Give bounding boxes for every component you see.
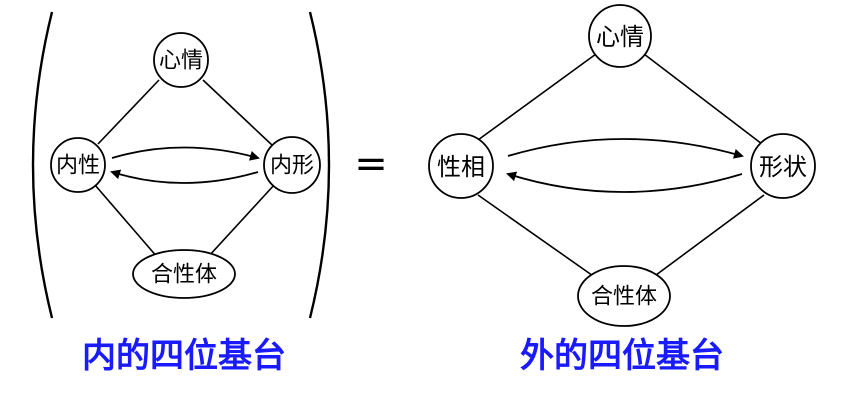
inner-node-union: 合性体 [132,249,236,299]
right-parenthesis [308,11,331,319]
inner-caption: 内的四位基台 [82,336,286,376]
inner-edge-top-right [202,79,274,147]
equals-sign: = [354,141,388,187]
outer-node-union-label: 合性体 [591,285,657,310]
outer-node-heart: 心情 [588,4,652,68]
inner-arrow-backward [110,169,259,184]
inner-node-internal-form-label: 内形 [270,154,314,179]
outer-node-heart-label: 心情 [596,23,644,51]
outer-edge-bottom-left [477,194,597,279]
inner-node-heart: 心情 [153,32,209,88]
inner-edge-bottom-left [94,184,159,259]
outer-node-form: 形状 [750,133,816,199]
inner-edge-bottom-right [207,183,276,258]
outer-caption: 外的四位基台 [520,336,724,376]
outer-foundation: 心情 性相 形状 合性体 外的四位基台 [428,4,816,376]
inner-node-union-label: 合性体 [151,263,217,288]
inner-edge-top-left [97,79,160,145]
outer-arrow-backward [506,171,743,193]
inner-node-internal-character: 内性 [50,137,106,193]
inner-node-internal-character-label: 内性 [56,154,100,179]
inner-node-internal-form: 内形 [263,136,321,194]
outer-node-internal-character-label: 性相 [437,153,485,181]
outer-node-union: 合性体 [577,265,671,327]
outer-edge-top-left [477,53,597,141]
outer-node-form-label: 形状 [759,153,807,181]
outer-arrow-forward [507,138,744,159]
outer-edge-bottom-right [651,194,765,279]
left-parenthesis [31,11,54,319]
inner-arrow-forward [111,146,260,161]
inner-node-heart-label: 心情 [159,49,203,74]
outer-node-internal-character: 性相 [428,133,494,199]
outer-edge-top-right [643,53,763,145]
inner-foundation: 心情 内性 内形 合性体 内的四位基台 [31,11,331,376]
